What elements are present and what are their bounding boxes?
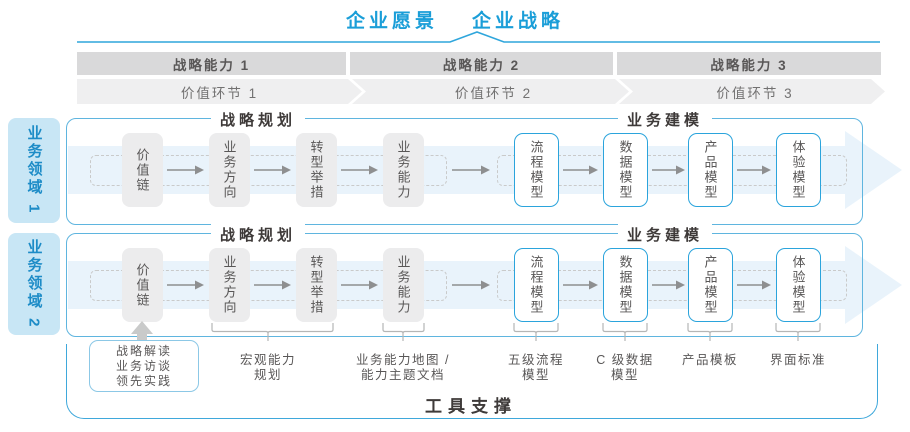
flow-box-label: 转型举措 [308, 140, 324, 200]
tool-support-label: 工具支撑 [425, 397, 517, 416]
bracket [687, 323, 733, 341]
annotation-line: 业务能力地图 / [356, 353, 450, 367]
bracket [211, 323, 334, 341]
flow-box-label: 转型举措 [308, 255, 324, 315]
flow-arrowhead [481, 165, 490, 175]
capability-bar-2: 战略能力 2 [350, 52, 613, 75]
flow-box-label: 数据模型 [617, 140, 633, 200]
flow-box-label: 体验模型 [790, 140, 806, 200]
annotation-label: 业务能力地图 /能力主题文档 [328, 353, 478, 382]
vision-pointer-line [77, 31, 880, 43]
flow-box-blue: 体验模型 [775, 248, 821, 322]
flow-box-label: 流程模型 [528, 255, 544, 315]
flow-box-gray: 价值链 [121, 133, 163, 207]
section-header-modeling: 业务建模 [617, 109, 713, 130]
capability-bar-1: 战略能力 1 [77, 52, 346, 75]
annotation-label: 五级流程模型 [461, 353, 611, 382]
bracket [775, 323, 821, 341]
flow-box-label: 业务方向 [221, 255, 237, 315]
annotation-label: C 级数据模型 [550, 353, 700, 382]
annotation-line: 模型 [521, 367, 550, 382]
flow-box-label: 产品模型 [702, 255, 718, 315]
flow-box-label: 业务能力 [395, 255, 411, 315]
flow-box-blue: 产品模型 [687, 248, 733, 322]
section-header-strategy: 战略规划 [210, 109, 306, 130]
flow-box-label: 产品模型 [702, 140, 718, 200]
flow-box-blue: 数据模型 [602, 133, 648, 207]
flow-box-blue: 流程模型 [513, 133, 559, 207]
bracket [513, 323, 559, 341]
flow-box-gray: 业务能力 [382, 248, 424, 322]
practice-box: 战略解读 业务访谈 领先实践 [89, 340, 199, 392]
domain-label-1: 业务领域 1 [8, 118, 60, 223]
flow-box-gray: 转型举措 [295, 248, 337, 322]
annotation-label: 产品模板 [635, 353, 785, 368]
annotation-line: 产品模板 [681, 353, 738, 367]
flow-box-label: 流程模型 [528, 140, 544, 200]
annotation-label: 宏观能力规划 [193, 353, 343, 382]
section-header-modeling: 业务建模 [617, 224, 713, 245]
annotation-line: 界面标准 [769, 353, 826, 367]
flow-box-gray: 转型举措 [295, 133, 337, 207]
flow-box-gray: 价值链 [121, 248, 163, 322]
value-link-chevron-1: 价值环节 1 [77, 79, 362, 104]
flow-box-label: 业务方向 [221, 140, 237, 200]
annotation-line: 五级流程 [507, 353, 564, 367]
tool-support-container [66, 344, 878, 419]
flow-arrowhead [481, 280, 490, 290]
capability-bar-3: 战略能力 3 [617, 52, 881, 75]
title-row: 企业愿景 企业战略 [0, 6, 910, 33]
vision-title: 企业愿景 [345, 11, 438, 32]
bracket [602, 323, 648, 341]
flow-box-blue: 数据模型 [602, 248, 648, 322]
annotation-label: 界面标准 [723, 353, 873, 368]
value-link-chevron-2: 价值环节 2 [352, 79, 629, 104]
flow-box-blue: 产品模型 [687, 133, 733, 207]
flow-box-blue: 流程模型 [513, 248, 559, 322]
flow-box-label: 数据模型 [617, 255, 633, 315]
domain-label-2: 业务领域 2 [8, 233, 60, 335]
flow-box-label: 体验模型 [790, 255, 806, 315]
value-link-chevron-3: 价值环节 3 [619, 79, 885, 104]
annotation-line: 模型 [610, 367, 639, 382]
annotation-line: C 级数据 [596, 353, 654, 367]
annotation-line: 能力主题文档 [360, 367, 445, 382]
flow-box-gray: 业务方向 [208, 248, 250, 322]
flow-box-gray: 业务能力 [382, 133, 424, 207]
strategy-title: 企业战略 [472, 11, 565, 32]
flow-box-label: 价值链 [134, 262, 150, 308]
flow-box-label: 业务能力 [395, 140, 411, 200]
bracket [382, 323, 425, 341]
section-header-strategy: 战略规划 [210, 224, 306, 245]
flow-box-blue: 体验模型 [775, 133, 821, 207]
flow-box-label: 价值链 [134, 147, 150, 193]
annotation-line: 宏观能力 [239, 353, 296, 367]
flow-box-gray: 业务方向 [208, 133, 250, 207]
annotation-line: 规划 [253, 367, 282, 382]
